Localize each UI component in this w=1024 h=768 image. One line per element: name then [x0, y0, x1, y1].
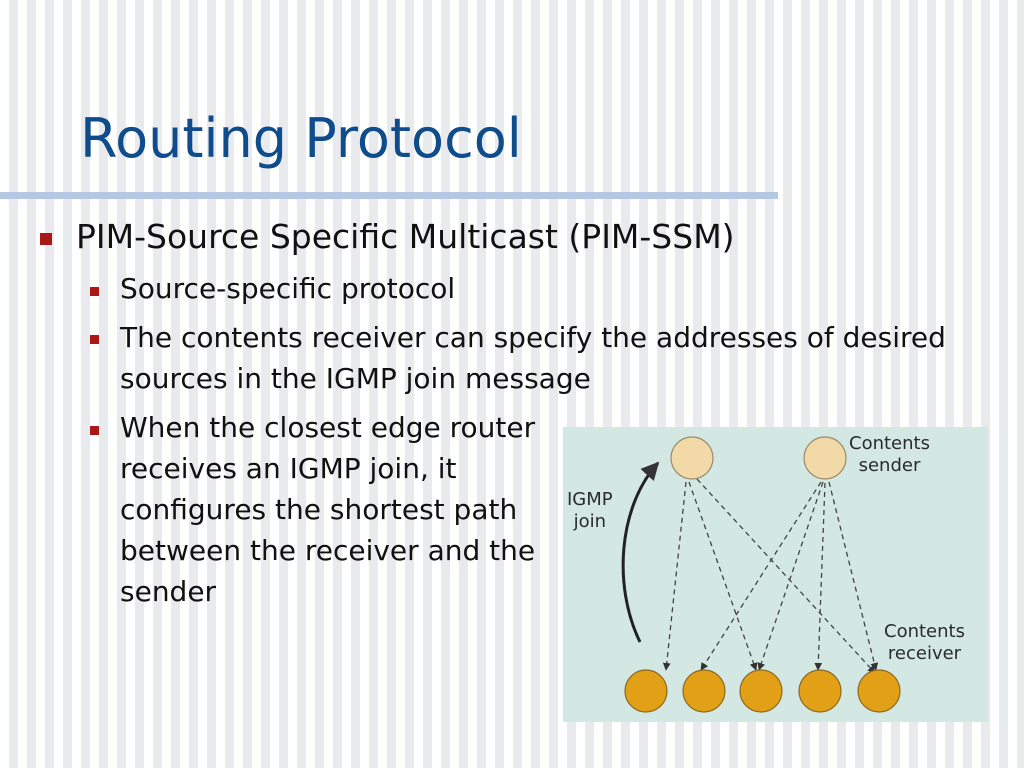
- bullet-square-icon: [40, 233, 52, 245]
- path-line: [700, 481, 822, 671]
- receiver-node: [682, 669, 726, 713]
- igmp-join-arrow: [621, 461, 660, 643]
- path-line: [688, 481, 758, 671]
- igmp-label-line: join: [573, 511, 607, 532]
- path-line: [828, 481, 879, 671]
- receiver-node: [857, 669, 901, 713]
- title-divider: [0, 192, 778, 199]
- receiver-label-line: receiver: [887, 643, 962, 664]
- sub-bullet-1: Source-specific protocol: [120, 272, 456, 305]
- sender-label-line: Contents: [849, 433, 930, 454]
- receiver-node: [624, 669, 668, 713]
- path-line: [662, 481, 687, 671]
- diagram-graphic: [621, 436, 901, 713]
- sender-label-line: sender: [858, 455, 921, 476]
- main-bullet-text: PIM-Source Specific Multicast (PIM-SSM): [76, 217, 735, 256]
- sub-bullet-2: The contents receiver can specify the ad…: [120, 321, 946, 395]
- sub-bullet-square-icon: [90, 335, 99, 344]
- sender-label: Contents sender: [849, 433, 930, 477]
- sub-bullet-square-icon: [90, 287, 99, 296]
- sub-bullet-3: When the closest edge router receives an…: [120, 411, 536, 608]
- igmp-join-label: IGMP join: [567, 489, 613, 533]
- path-line: [814, 482, 826, 671]
- path-line: [696, 478, 876, 674]
- receiver-label: Contents receiver: [884, 621, 965, 665]
- receiver-node: [739, 669, 783, 713]
- path-line: [757, 481, 824, 671]
- pim-ssm-diagram: Contents sender Contents receiver IGMP j…: [563, 427, 988, 722]
- igmp-label-line: IGMP: [567, 489, 613, 510]
- sub-bullet-square-icon: [90, 426, 99, 435]
- receiver-label-line: Contents: [884, 621, 965, 642]
- source-router-node: [670, 436, 714, 480]
- slide-title: Routing Protocol: [80, 107, 522, 170]
- source-router-node: [803, 436, 847, 480]
- receiver-node: [798, 669, 842, 713]
